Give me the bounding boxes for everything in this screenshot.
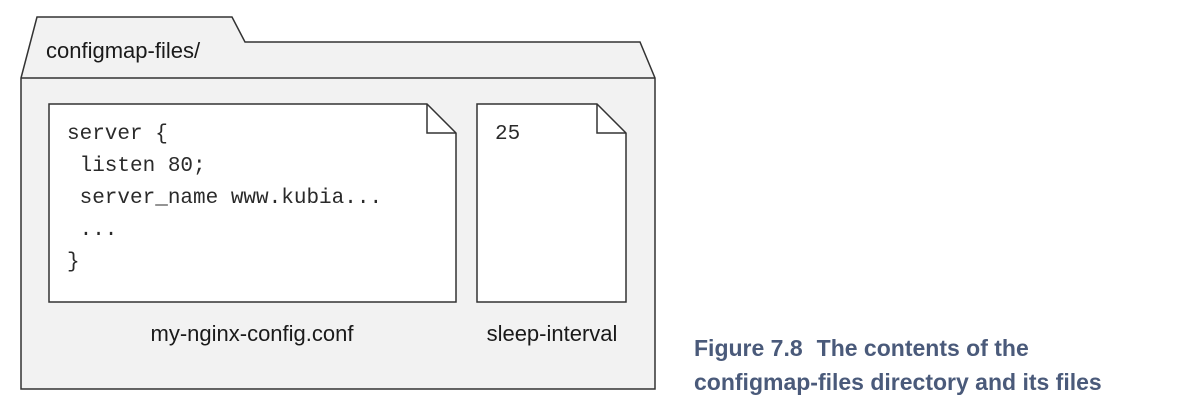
nginx-code-line: } — [67, 251, 80, 274]
folder-name: configmap-files/ — [46, 38, 201, 63]
file-sleep-interval: 25 sleep-interval — [476, 103, 627, 346]
figure-caption-line-1: Figure 7.8 The contents of the — [694, 331, 1174, 365]
sleep-interval-value: 25 — [495, 123, 520, 146]
figure-caption-line-2: configmap-files directory and its files — [694, 369, 1102, 395]
file-nginx-config-name: my-nginx-config.conf — [151, 321, 355, 346]
file-sleep-interval-page — [476, 103, 627, 303]
nginx-code-line: server { — [67, 123, 168, 146]
nginx-code-line: listen 80; — [67, 155, 206, 178]
figure-caption-text-1: The contents of the — [816, 335, 1029, 361]
nginx-code-line: server_name www.kubia... — [67, 187, 382, 210]
figure-number: Figure 7.8 — [694, 335, 803, 361]
file-sleep-interval-dogear — [596, 104, 626, 134]
figure-caption: Figure 7.8 The contents of the configmap-… — [694, 331, 1174, 399]
file-nginx-config-dogear — [426, 104, 456, 134]
nginx-code-line: ... — [67, 219, 117, 242]
file-sleep-interval-name: sleep-interval — [487, 321, 618, 346]
file-nginx-config-page — [48, 103, 457, 303]
file-nginx-config: server { listen 80; server_name www.kubi… — [48, 103, 457, 346]
